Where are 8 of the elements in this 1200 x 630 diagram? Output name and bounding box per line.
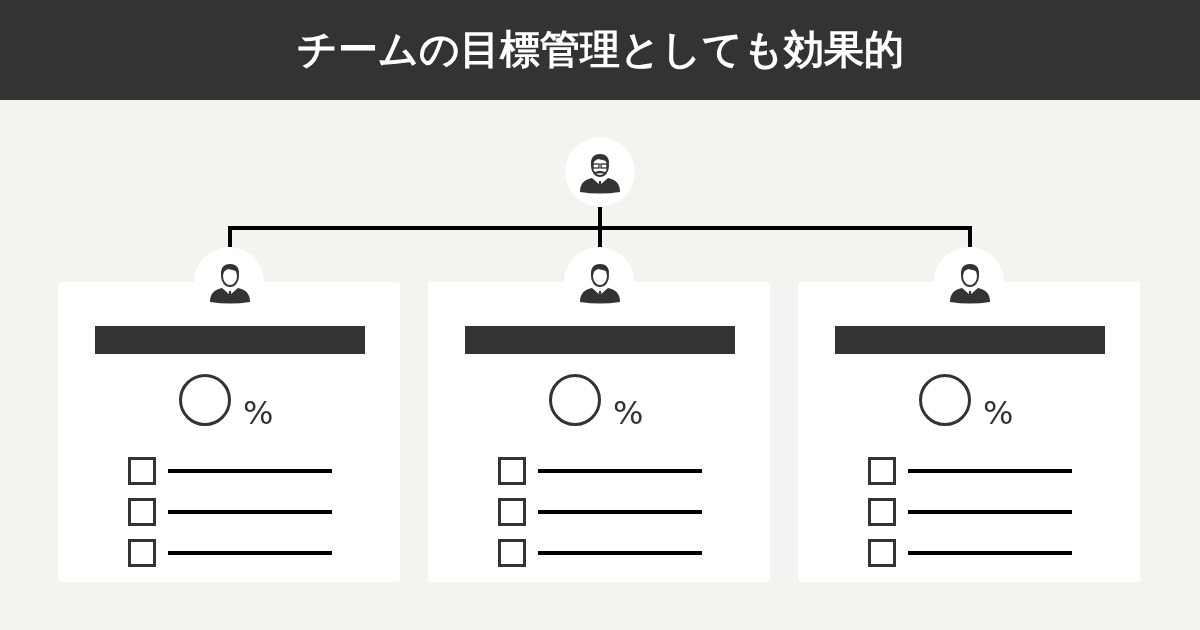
goal-card bbox=[798, 247, 1140, 582]
goal-card bbox=[428, 247, 770, 582]
connector-line bbox=[598, 207, 972, 247]
percent-sign: % bbox=[983, 395, 1014, 431]
percent-sign: % bbox=[613, 395, 644, 431]
percent-sign: % bbox=[243, 395, 274, 431]
title: チームの目標管理としても効果的 bbox=[295, 25, 905, 74]
goal-card bbox=[58, 247, 400, 582]
